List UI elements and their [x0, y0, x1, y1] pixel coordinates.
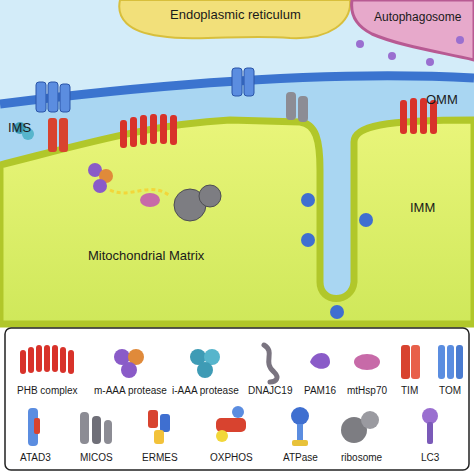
region-label: Endoplasmic reticulum — [170, 7, 301, 22]
inner-membrane-matrix — [0, 120, 474, 324]
region-node: Autophagosome — [370, 8, 466, 26]
legend-text: MICOS — [80, 452, 113, 463]
micos — [286, 92, 308, 122]
legend-text: ERMES — [142, 452, 178, 463]
legend-text: OXPHOS — [210, 452, 253, 463]
lc3-dots — [356, 36, 464, 66]
region-node: Mitochondrial Matrix — [84, 246, 209, 265]
tim-complex — [48, 118, 68, 152]
legend-samples — [20, 345, 463, 446]
tom-complex — [36, 68, 254, 112]
legend-frame — [5, 328, 469, 470]
autophagosome-shape — [352, 0, 474, 60]
legend-text: PHB complex — [17, 385, 78, 396]
legend-text: DNAJC19 — [248, 385, 292, 396]
legend-text: LC3 — [421, 452, 439, 463]
legend-text: ribosome — [341, 452, 382, 463]
region-label: Autophagosome — [374, 10, 462, 24]
peptide-chain — [110, 190, 170, 196]
legend-text: TIM — [401, 385, 418, 396]
membrane-label: IMS — [8, 120, 31, 135]
legend-text: mtHsp70 — [347, 385, 387, 396]
phb-ring — [120, 98, 437, 148]
ribosome — [174, 185, 221, 221]
atpase — [301, 193, 373, 319]
legend-text: ATAD3 — [20, 452, 51, 463]
er-shape — [119, 0, 350, 38]
region-node: Endoplasmic reticulum — [166, 5, 305, 24]
region-label: Mitochondrial Matrix — [88, 248, 205, 263]
ims-region — [0, 0, 474, 324]
legend-text: TOM — [439, 385, 461, 396]
membrane-label: IMM — [410, 200, 435, 215]
membrane-label: OMM — [426, 92, 458, 107]
mthsp70 — [140, 193, 160, 207]
legend-text: m-AAA protease — [94, 385, 167, 396]
legend-text: i-AAA protease — [172, 385, 239, 396]
legend-text: PAM16 — [304, 385, 336, 396]
cytosol — [0, 0, 474, 104]
legend-text: ATPase — [283, 452, 318, 463]
